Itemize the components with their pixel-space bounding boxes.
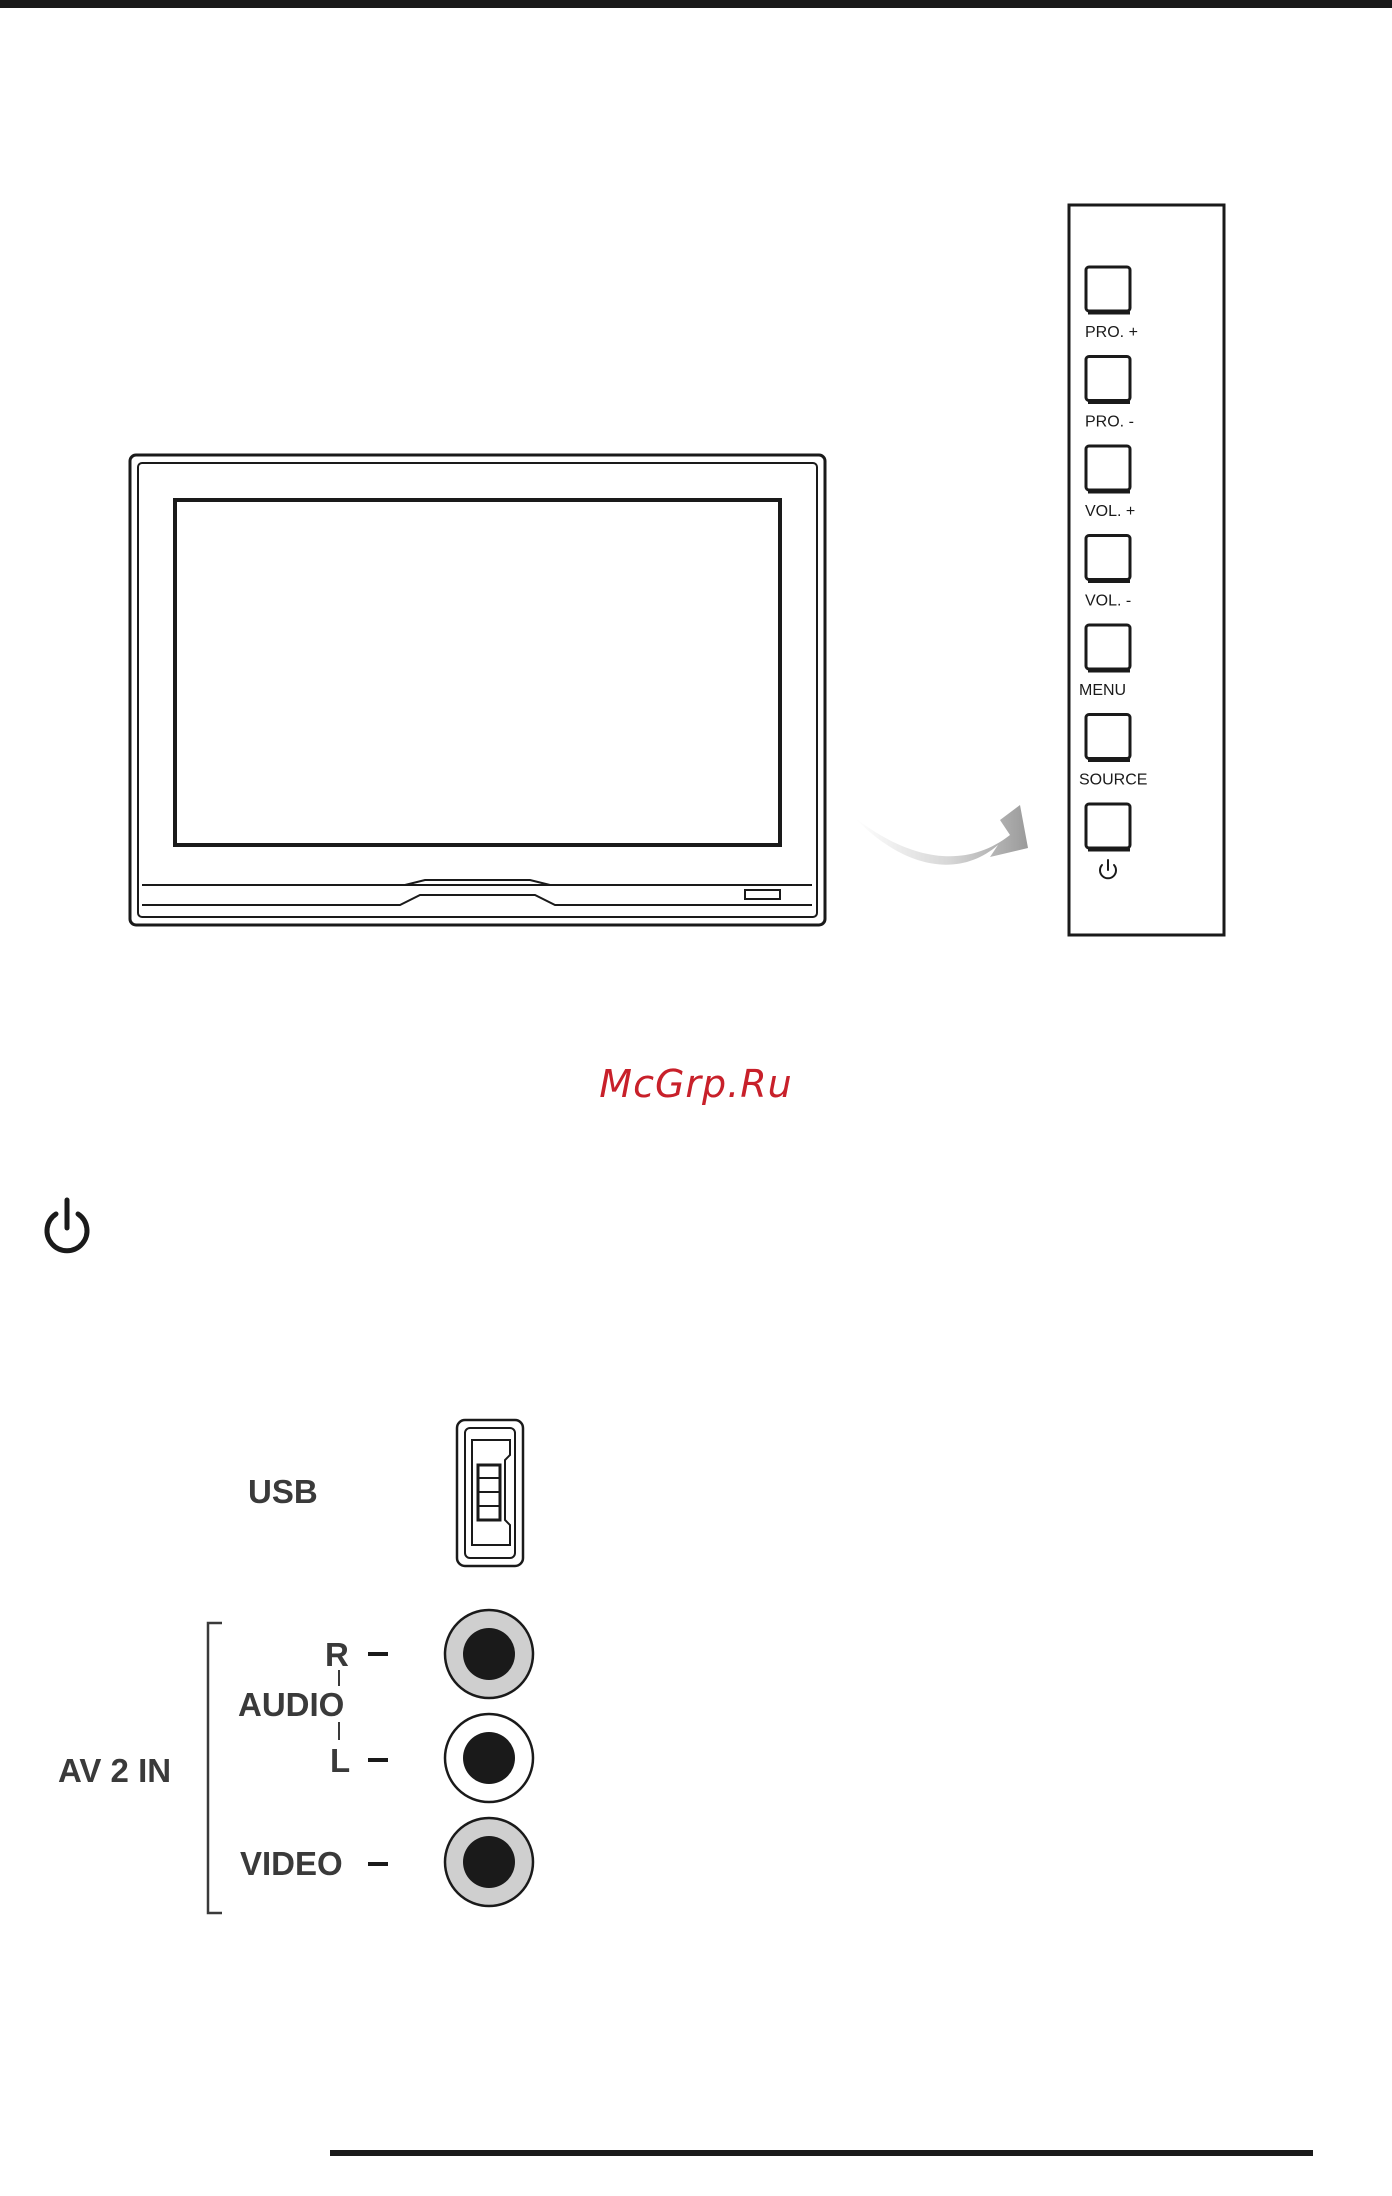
tv-illustration [130,455,825,925]
usb-port-icon [457,1420,523,1566]
usb-label: USB [248,1473,318,1510]
panel-button-power [1086,804,1130,878]
video-jack [445,1818,533,1906]
audio-label: AUDIO [238,1686,344,1723]
panel-button-prominus: PRO. - [1085,357,1134,431]
audio-r-label: R [325,1636,349,1673]
audio-r-jack [445,1610,533,1698]
panel-button-menu: MENU [1079,625,1130,699]
panel-button-proplus: PRO. + [1085,267,1138,341]
panel-button-label: SOURCE [1079,772,1147,789]
panel-button-source: SOURCE [1079,715,1147,789]
audio-l-label: L [330,1742,350,1779]
panel-button-volminus: VOL. - [1085,536,1131,610]
tv-outer-frame [130,455,825,925]
tv-indicator-light [745,890,780,899]
power-icon [47,1200,87,1251]
tv-stand-line [142,895,812,905]
tv-screen [175,500,780,845]
video-label: VIDEO [240,1845,343,1882]
panel-button-label: VOL. - [1085,593,1131,610]
av2-in-label: AV 2 IN [58,1752,171,1789]
panel-button-volplus: VOL. + [1085,446,1135,520]
av-bracket [208,1623,222,1913]
bottom-rule [330,2150,1313,2156]
panel-button-label: VOL. + [1085,503,1135,520]
power-icon [1100,860,1116,878]
side-control-panel: PRO. + PRO. - VOL. + VOL. - MENU SOURCE [1069,205,1224,935]
panel-button-label: PRO. + [1085,324,1138,341]
watermark: McGrp.Ru [0,1062,1392,1106]
audio-l-jack [445,1714,533,1802]
tv-inner-frame [138,463,817,917]
panel-button-label: PRO. - [1085,414,1134,431]
arrow-icon [855,805,1028,865]
connector-section: USB AV 2 IN AUDIO R L VIDEO [58,1420,533,1913]
panel-button-label: MENU [1079,682,1126,699]
